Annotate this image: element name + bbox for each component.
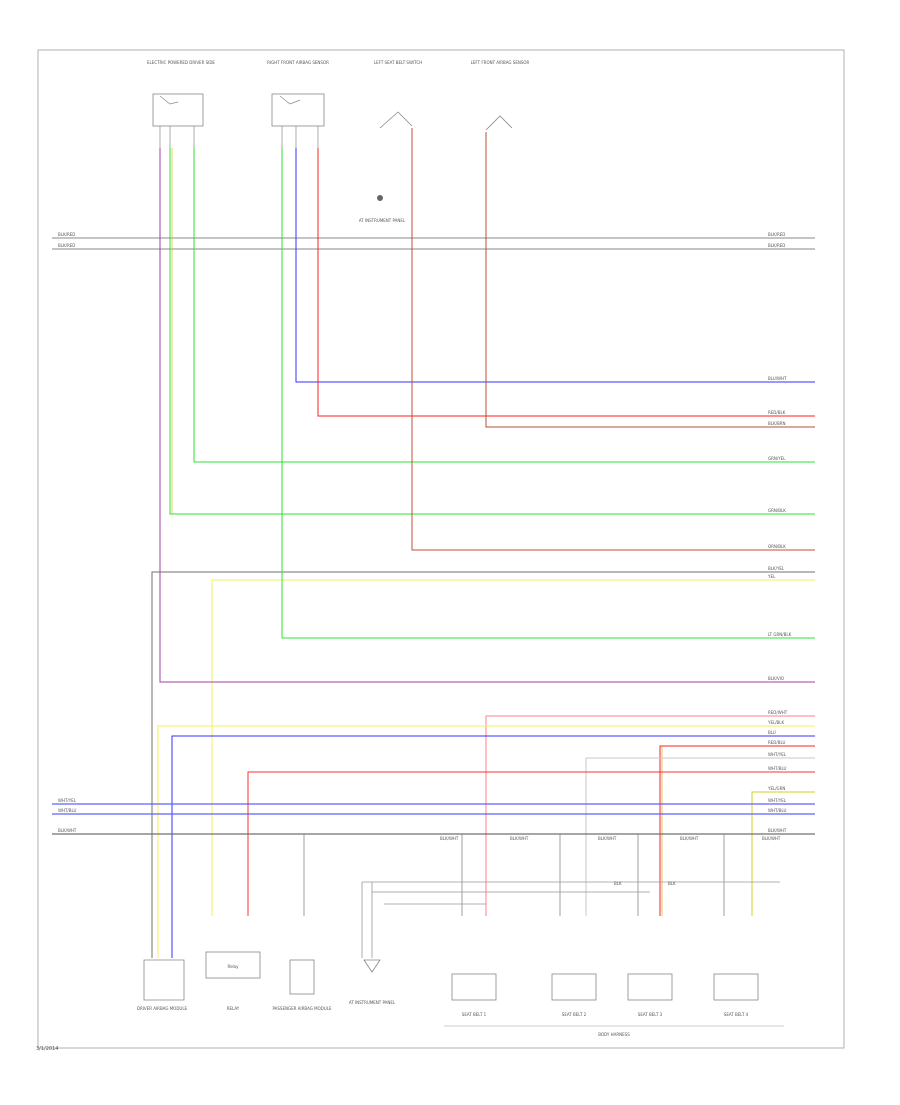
right-wire-label: YEL/GRN [767,786,785,791]
bottom-component-4: AT INSTRUMENT PANEL [349,959,396,1005]
right-wire-label: ORN/BLK [768,544,786,549]
bus-ground-label: BLK/WHT [762,836,781,841]
top-component-1: ELECTRIC POWERED DRIVER SIDE [147,60,215,148]
wire-blu-wht [295,148,815,383]
bottom-component-7: SEAT BELT 3 [627,973,673,1017]
bottom-component-2: Relay RELAY [205,951,261,1011]
bottom-component-2-label: RELAY [227,1006,240,1011]
wire-wht-blu [247,771,815,916]
right-wire-label: GRN/BLK [768,508,786,513]
bottom-component-5: SEAT BELT 1 [451,973,497,1017]
right-wire-label: WHT/BLU [768,766,787,771]
bottom-component-7-label: SEAT BELT 3 [638,1012,663,1017]
wire-blk-vio [159,148,815,683]
left-wire-label: BLK/WHT [58,828,77,833]
bottom-component-8-label: SEAT BELT 4 [724,1012,749,1017]
bottom-component-3-label: PASSENGER AIRBAG MODULE [272,1006,331,1011]
wire-lt-grn-blk [281,148,815,639]
wire-yel-grn [751,791,815,916]
right-wire-label: BLK/VIO [768,676,784,681]
left-wire-label: BLK/RED [58,243,75,248]
wire-blk-yel [151,571,815,958]
right-wire-label: GRN/YEL [768,456,786,461]
right-wire-label: BLK/YEL [768,566,785,571]
switch-icon [485,115,513,131]
right-wire-label: LT GRN/BLK [768,632,792,637]
bus-label: BODY HARNESS [598,1032,630,1037]
right-wire-label: YEL [767,574,776,579]
right-wire-label: BLK/BRN [768,421,785,426]
bottom-component-6: SEAT BELT 2 [551,973,597,1017]
ground-icon [377,195,383,201]
right-wire-label: WHT/YEL [768,798,787,803]
right-wire-label: YEL/BLK [767,720,785,725]
wire-grn-yel [193,148,815,463]
wire-red-wht [485,715,815,916]
bottom-component-8: SEAT BELT 4 [713,973,759,1017]
top-component-2: RIGHT FRONT AIRBAG SENSOR [267,60,329,148]
bottom-component-4-label: AT INSTRUMENT PANEL [349,1000,396,1005]
wire-blk-brn [485,132,815,428]
wire-orn-blk [411,128,815,551]
left-wire-label: BLK/RED [58,232,75,237]
right-wire-label: BLU [768,730,776,735]
bus-ground-label: BLK/WHT [598,836,617,841]
wire-red-blk [317,148,815,417]
bus-ground-label: BLK/WHT [510,836,529,841]
bus-ground-label: BLK/WHT [440,836,459,841]
relay-label: Relay [228,964,240,969]
left-wire-label: WHT/YEL [58,798,77,803]
top-component-3-label: LEFT SEAT BELT SWITCH [374,60,422,65]
bus-ground-label: BLK/WHT [680,836,699,841]
bottom-component-3: PASSENGER AIRBAG MODULE [272,959,332,1011]
top-component-1-label: ELECTRIC POWERED DRIVER SIDE [147,60,215,65]
bottom-component-6-label: SEAT BELT 2 [562,1012,587,1017]
seat-harness [361,881,780,958]
right-wire-label: BLK/RED [768,243,785,248]
top-component-2-label: RIGHT FRONT AIRBAG SENSOR [267,60,329,65]
right-wire-label: BLU/WHT [768,376,787,381]
ground-note: AT INSTRUMENT PANEL [359,218,406,223]
bottom-component-1: DRIVER AIRBAG MODULE [137,959,188,1011]
right-wire-label: RED/BLK [768,410,786,415]
seat-connector-label: BLK [614,881,622,886]
right-wire-label: BLK/RED [768,232,785,237]
page-id: 3/1/2014 [36,1046,59,1052]
left-wire-label: WHT/BLU [58,808,77,813]
right-wire-label: RED/BLU [768,740,786,745]
seat-connector-label: BLK [668,881,676,886]
right-wire-labels: BLK/RED BLK/RED BLU/WHT RED/BLK BLK/BRN GRN/Y… [767,232,792,833]
wire-yel [211,579,815,916]
wire-grn-blk [169,148,815,515]
top-component-3: LEFT SEAT BELT SWITCH AT INSTRUMENT PANE… [359,60,422,223]
right-wire-label: BLK/WHT [768,828,787,833]
right-wire-label: RED/WHT [768,710,788,715]
switch-icon [379,111,413,129]
top-component-4: LEFT FRONT AIRBAG SENSOR [471,60,530,131]
wire-blu [171,735,815,958]
right-wire-label: WHT/BLU [768,808,787,813]
wire-red-blu [659,745,815,916]
bottom-component-5-label: SEAT BELT 1 [462,1012,487,1017]
wire-yel-blk [157,725,815,958]
bottom-component-1-label: DRIVER AIRBAG MODULE [137,1006,188,1011]
right-wire-label: WHT/YEL [768,752,787,757]
diagram-frame [37,49,845,1049]
wire-wht-yel [585,757,815,916]
top-component-4-label: LEFT FRONT AIRBAG SENSOR [471,60,530,65]
